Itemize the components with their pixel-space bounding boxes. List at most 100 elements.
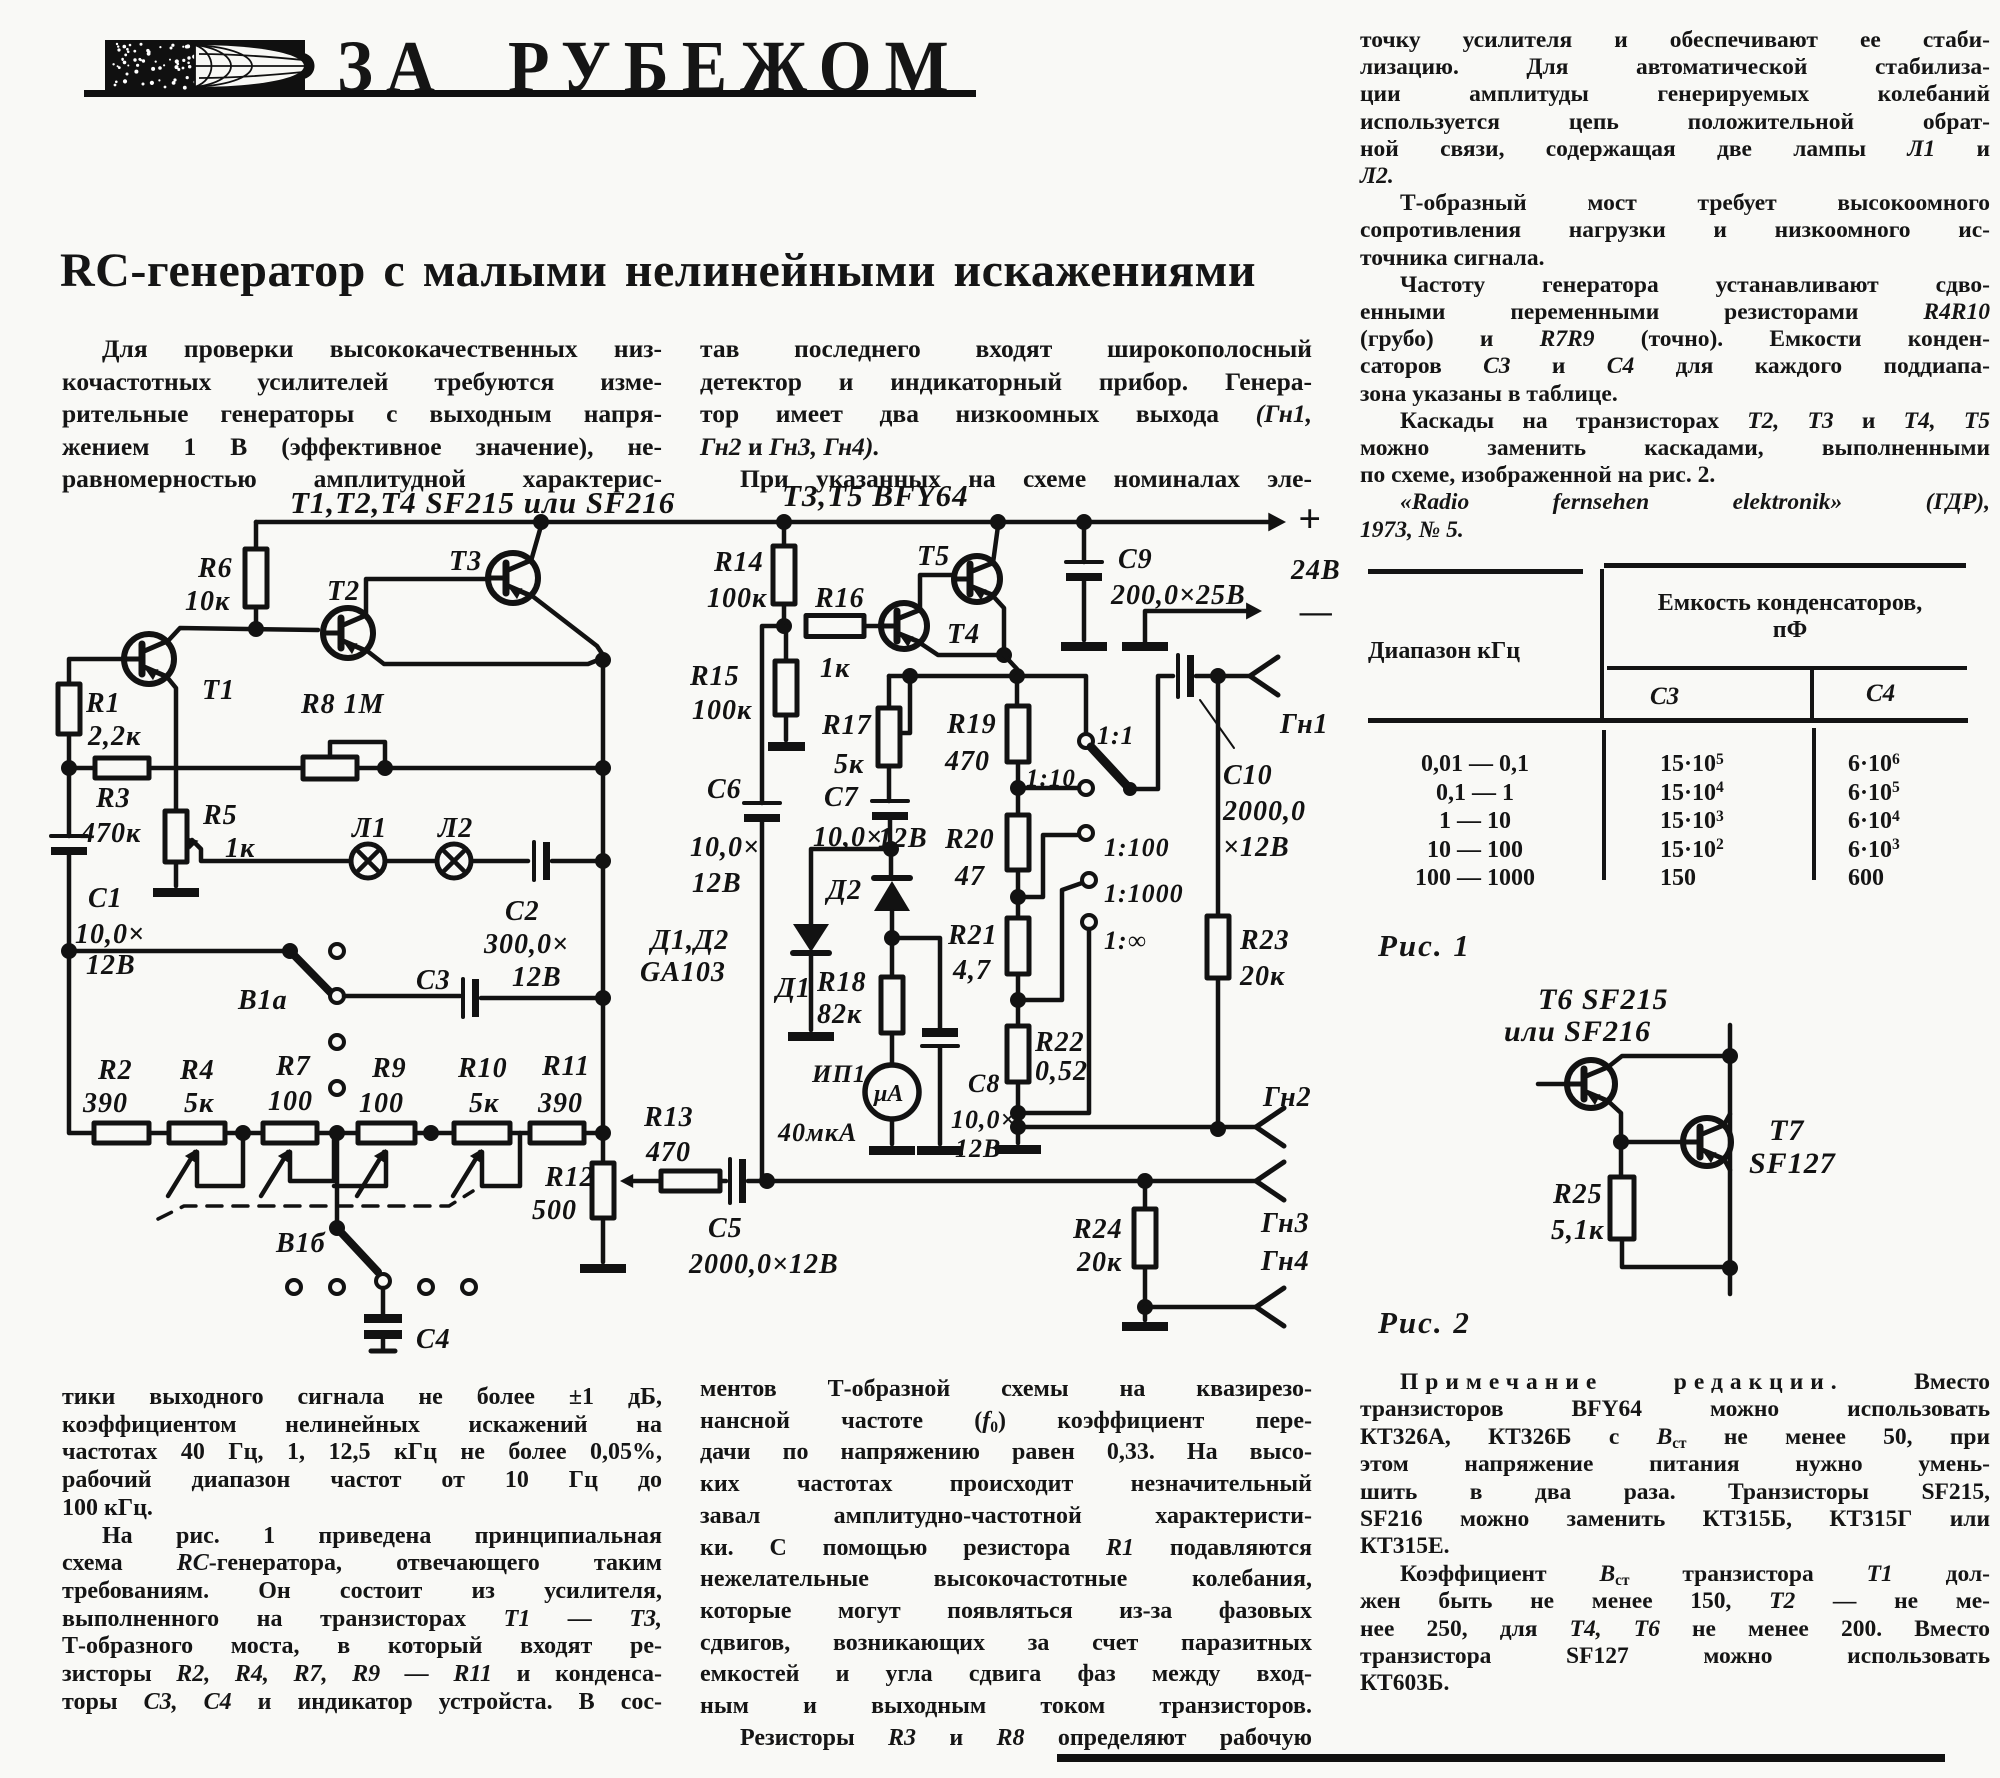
svg-text:R24: R24 [1072, 1214, 1123, 1245]
svg-text:Гн3: Гн3 [1260, 1208, 1310, 1239]
svg-text:5,1к: 5,1к [1551, 1215, 1604, 1246]
svg-text:20к: 20к [1076, 1247, 1122, 1278]
svg-text:С3: С3 [416, 965, 451, 996]
svg-text:×12В: ×12В [1223, 832, 1290, 863]
svg-text:2000,0: 2000,0 [1222, 796, 1306, 827]
svg-text:2,2к: 2,2к [87, 721, 141, 752]
svg-text:12В: 12В [512, 962, 562, 993]
svg-text:В1б: В1б [275, 1228, 326, 1259]
svg-text:Гн1: Гн1 [1279, 709, 1329, 740]
svg-text:Т2: Т2 [327, 576, 360, 607]
svg-text:40мкА: 40мкА [777, 1118, 857, 1147]
svg-text:12В: 12В [878, 823, 928, 854]
svg-text:R23: R23 [1239, 925, 1290, 956]
svg-text:В1а: В1а [237, 985, 288, 1016]
svg-text:1:∞: 1:∞ [1104, 926, 1147, 955]
svg-text:С4: С4 [416, 1324, 451, 1355]
svg-text:10,0×: 10,0× [951, 1105, 1016, 1134]
svg-text:100к: 100к [692, 695, 752, 726]
svg-text:С8: С8 [968, 1069, 1000, 1098]
svg-text:R7: R7 [275, 1051, 311, 1082]
svg-text:Л1: Л1 [351, 813, 387, 844]
svg-text:R10: R10 [457, 1053, 508, 1084]
svg-text:1:1000: 1:1000 [1104, 879, 1184, 908]
svg-text:R21: R21 [947, 920, 998, 951]
svg-text:С6: С6 [707, 774, 742, 805]
svg-text:0,52: 0,52 [1035, 1056, 1088, 1087]
svg-text:Т5: Т5 [917, 541, 950, 572]
svg-text:24В: 24В [1290, 555, 1341, 586]
svg-text:ИП1: ИП1 [811, 1061, 866, 1088]
svg-text:10,0×: 10,0× [75, 919, 145, 950]
svg-text:R18: R18 [816, 967, 867, 998]
svg-text:470к: 470к [80, 818, 141, 849]
svg-text:1к: 1к [225, 833, 255, 864]
svg-text:R13: R13 [643, 1102, 694, 1133]
svg-text:Т7: Т7 [1769, 1114, 1804, 1147]
svg-text:С5: С5 [708, 1213, 743, 1244]
svg-text:R8 1М: R8 1М [300, 689, 385, 720]
svg-text:GA103: GA103 [640, 957, 726, 988]
svg-text:1:10: 1:10 [1026, 765, 1076, 792]
svg-text:200,0×25В: 200,0×25В [1110, 580, 1246, 611]
svg-text:—: — [1299, 593, 1333, 629]
svg-text:20к: 20к [1239, 961, 1285, 992]
svg-text:10,0×: 10,0× [690, 832, 760, 863]
svg-text:2000,0×12В: 2000,0×12В [688, 1249, 839, 1280]
svg-text:12В: 12В [955, 1134, 1001, 1163]
svg-text:Т4: Т4 [947, 619, 980, 650]
svg-text:R5: R5 [202, 800, 238, 831]
svg-text:10,0×: 10,0× [813, 822, 883, 853]
svg-text:Д1,Д2: Д1,Д2 [648, 925, 729, 956]
svg-text:С10: С10 [1223, 760, 1273, 791]
svg-text:Гн4: Гн4 [1260, 1246, 1310, 1277]
svg-text:1:100: 1:100 [1104, 833, 1170, 862]
svg-text:R9: R9 [371, 1053, 407, 1084]
svg-text:10к: 10к [185, 586, 230, 617]
svg-text:С2: С2 [505, 896, 540, 927]
svg-text:R12: R12 [544, 1162, 595, 1193]
svg-text:R1: R1 [85, 688, 121, 719]
svg-text:R16: R16 [814, 583, 865, 614]
svg-text:R15: R15 [689, 661, 740, 692]
svg-text:R19: R19 [946, 709, 997, 740]
svg-text:300,0×: 300,0× [483, 929, 569, 960]
svg-text:С7: С7 [824, 782, 859, 813]
svg-text:82к: 82к [817, 999, 862, 1030]
svg-text:12В: 12В [692, 868, 742, 899]
svg-text:12В: 12В [86, 950, 136, 981]
svg-text:μА: μА [872, 1081, 903, 1107]
svg-text:1к: 1к [820, 653, 850, 684]
svg-text:+: + [1298, 496, 1322, 541]
svg-text:390: 390 [82, 1088, 128, 1119]
svg-text:500: 500 [532, 1195, 577, 1226]
svg-text:Т6 SF215: Т6 SF215 [1538, 983, 1669, 1016]
svg-text:47: 47 [954, 861, 985, 892]
svg-text:5к: 5к [834, 749, 864, 780]
svg-text:Л2: Л2 [437, 813, 473, 844]
svg-text:390: 390 [537, 1088, 583, 1119]
svg-text:1:1: 1:1 [1097, 721, 1135, 750]
svg-text:100: 100 [268, 1086, 313, 1117]
svg-text:SF127: SF127 [1749, 1147, 1836, 1180]
svg-text:R6: R6 [197, 553, 233, 584]
svg-text:R4: R4 [179, 1055, 215, 1086]
svg-text:Т1: Т1 [202, 675, 235, 706]
svg-text:R2: R2 [97, 1055, 133, 1086]
svg-text:R14: R14 [713, 547, 764, 578]
svg-text:R11: R11 [541, 1051, 590, 1082]
svg-text:5к: 5к [184, 1088, 214, 1119]
svg-text:100к: 100к [707, 583, 767, 614]
svg-text:5к: 5к [469, 1088, 499, 1119]
svg-text:Гн2: Гн2 [1262, 1082, 1312, 1113]
svg-text:R25: R25 [1552, 1179, 1603, 1210]
svg-text:R17: R17 [821, 710, 872, 741]
svg-text:470: 470 [944, 746, 990, 777]
svg-text:470: 470 [645, 1137, 691, 1168]
svg-text:Д2: Д2 [824, 875, 862, 906]
svg-text:4,7: 4,7 [952, 955, 991, 986]
svg-text:или SF216: или SF216 [1504, 1015, 1651, 1048]
svg-text:R22: R22 [1034, 1027, 1085, 1058]
svg-text:С9: С9 [1118, 544, 1153, 575]
svg-text:R20: R20 [944, 824, 995, 855]
